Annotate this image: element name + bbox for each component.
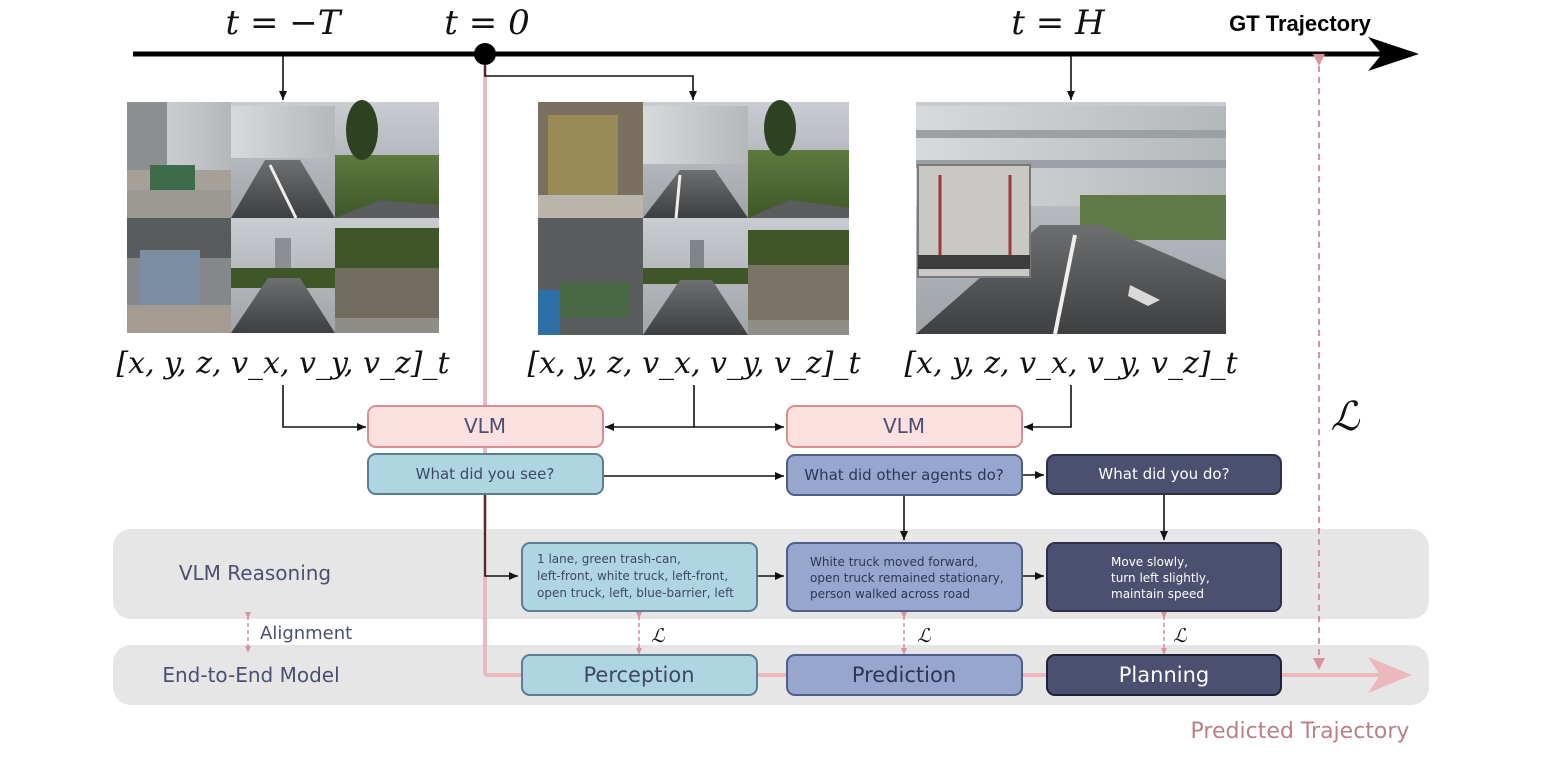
prediction-module-label: Prediction	[852, 663, 956, 687]
question-see-label: What did you see?	[416, 465, 555, 483]
camera-view-back	[643, 218, 748, 335]
t-H-label: t = H	[1011, 3, 1106, 43]
arrow-t0-to-images	[484, 64, 697, 100]
vlm-box-right: VLM	[786, 405, 1023, 448]
camera-view-front-left	[127, 102, 231, 218]
prediction-answer-line: White truck moved forward,	[810, 555, 978, 569]
prediction-answer-box: White truck moved forward, open truck re…	[786, 542, 1023, 612]
planning-module-box: Planning	[1046, 654, 1282, 696]
question-see-box: What did you see?	[367, 453, 604, 495]
loss-label-perception: ℒ	[651, 625, 666, 647]
arrow-see-to-perception-answer	[484, 495, 518, 580]
loss-label-prediction: ℒ	[917, 625, 932, 647]
prediction-module-box: Prediction	[786, 654, 1023, 696]
prediction-answer-line: person walked across road	[810, 587, 970, 601]
planning-module-label: Planning	[1119, 663, 1209, 687]
question-do-box: What did you do?	[1046, 454, 1282, 495]
camera-view-front	[643, 102, 748, 219]
planning-answer-line: turn left slightly,	[1111, 571, 1210, 585]
vlm-box-left: VLM	[367, 405, 604, 448]
timeline-arrowhead	[1368, 37, 1419, 71]
predicted-trajectory-label: Predicted Trajectory	[1191, 719, 1410, 744]
arrow-state1-to-vlm1	[282, 385, 366, 431]
state-vector-3: [x, y, z, v_x, v_y, v_z]_t	[904, 346, 1238, 381]
perception-module-box: Perception	[521, 654, 758, 696]
perception-answer-box: 1 lane, green trash-can, left-front, whi…	[521, 542, 758, 612]
t-minus-T-label: t = −T	[226, 3, 343, 43]
camera-view-back	[231, 218, 335, 333]
trajectory-loss-label: ℒ	[1331, 394, 1361, 440]
camera-grid-t-zero	[538, 100, 849, 335]
question-agents-label: What did other agents do?	[804, 466, 1003, 484]
camera-view-back-right	[748, 218, 849, 335]
camera-view-front-left	[538, 102, 643, 218]
svg-text:1 lane, green trash-can,: 1 lane, green trash-can, left-front, whi…	[537, 552, 734, 600]
question-agents-box: What did other agents do?	[786, 454, 1023, 496]
perception-answer-line: open truck, left, blue-barrier, left	[537, 586, 734, 600]
vlm-label-right: VLM	[883, 414, 925, 438]
gt-trajectory-label: GT Trajectory	[1229, 11, 1372, 36]
state-vector-2: [x, y, z, v_x, v_y, v_z]_t	[527, 346, 861, 381]
perception-module-label: Perception	[583, 663, 694, 687]
camera-view-front	[231, 102, 335, 219]
state-vector-1: [x, y, z, v_x, v_y, v_z]_t	[116, 346, 450, 381]
alignment-label: Alignment	[260, 623, 352, 644]
prediction-answer-line: open truck remained stationary,	[810, 571, 1004, 585]
svg-text:Move slowly, turn left s: Move slowly, turn left slightly, maintai…	[1111, 555, 1214, 601]
t-zero-marker	[474, 43, 496, 65]
planning-answer-line: Move slowly,	[1111, 555, 1188, 569]
perception-answer-line: 1 lane, green trash-can,	[537, 552, 681, 566]
question-do-label: What did you do?	[1098, 465, 1229, 483]
vlm-label-left: VLM	[464, 414, 506, 438]
camera-view-back-left	[127, 218, 231, 333]
svg-text:White truck moved forward,: White truck moved forward, open truck re…	[810, 555, 1008, 601]
predicted-trajectory-arrowhead	[1368, 657, 1412, 693]
camera-view-back-left	[538, 218, 643, 335]
camera-view-t-H-front	[916, 102, 1226, 335]
camera-view-back-right	[335, 218, 439, 333]
arrow-state3-to-vlm2	[1024, 385, 1072, 431]
planning-answer-line: maintain speed	[1111, 587, 1204, 601]
perception-answer-line: left-front, white truck, left-front,	[537, 569, 728, 583]
camera-grid-t-minus-T	[127, 100, 439, 333]
t-zero-label: t = 0	[444, 3, 529, 43]
camera-view-front-right	[335, 100, 439, 218]
loss-label-planning: ℒ	[1173, 625, 1188, 647]
e2e-model-label: End-to-End Model	[162, 663, 339, 687]
planning-answer-box: Move slowly, turn left slightly, maintai…	[1046, 542, 1282, 612]
vlm-reasoning-label: VLM Reasoning	[179, 561, 331, 585]
camera-view-front-right	[748, 100, 849, 218]
